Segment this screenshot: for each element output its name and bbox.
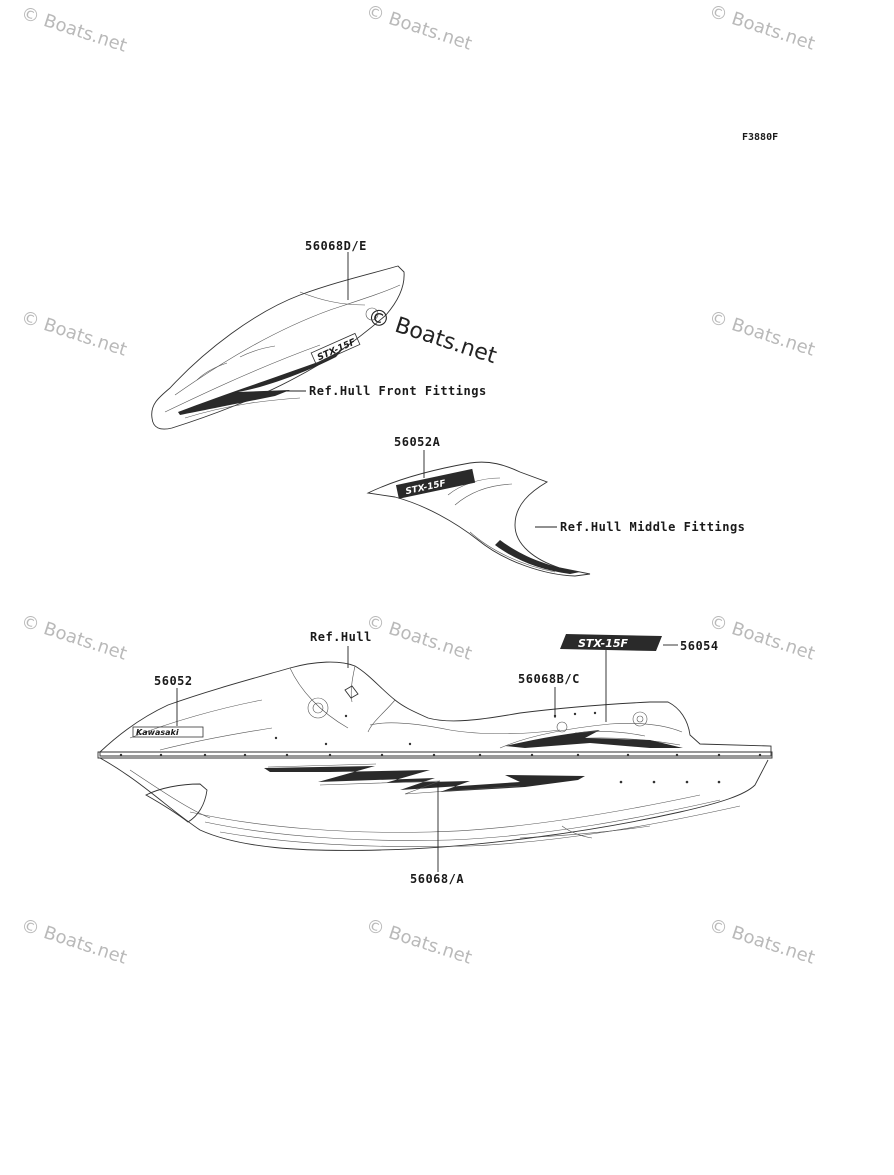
- callout-56054: 56054: [680, 639, 719, 653]
- callout-56068D-E: 56068D/E: [305, 239, 367, 253]
- callout-56052A: 56052A: [394, 435, 441, 449]
- middle-brand-decal: STX-15F: [395, 468, 476, 499]
- svg-text:Kawasaki: Kawasaki: [136, 728, 179, 737]
- watermark-center: © Boats.net: [364, 304, 500, 369]
- watermark: © Boats.net: [706, 307, 817, 361]
- hull-drawing: Kawasaki STX-15F: [97, 634, 773, 872]
- watermark: © Boats.net: [18, 3, 129, 57]
- callout-ref-hull: Ref.Hull: [310, 630, 372, 644]
- rear-brand-decal: STX-15F: [560, 634, 662, 651]
- front-cowl-drawing: STX-15F: [151, 252, 405, 430]
- watermark: © Boats.net: [706, 1, 817, 55]
- side-brand-decal: Kawasaki: [132, 726, 204, 738]
- callout-ref-front-fittings: Ref.Hull Front Fittings: [309, 384, 487, 398]
- watermark: © Boats.net: [18, 915, 129, 969]
- watermark: © Boats.net: [18, 611, 129, 665]
- watermark: © Boats.net: [363, 611, 474, 665]
- watermark: © Boats.net: [363, 915, 474, 969]
- middle-panel-drawing: STX-15F: [366, 450, 591, 577]
- callout-56068B-C: 56068B/C: [518, 672, 580, 686]
- callout-ref-middle-fittings: Ref.Hull Middle Fittings: [560, 520, 745, 534]
- watermark: © Boats.net: [706, 611, 817, 665]
- callout-56052: 56052: [154, 674, 193, 688]
- svg-text:STX-15F: STX-15F: [578, 637, 628, 650]
- watermark: © Boats.net: [18, 307, 129, 361]
- watermark: © Boats.net: [706, 915, 817, 969]
- front-brand-decal: STX-15F: [310, 332, 361, 365]
- watermark: © Boats.net: [363, 1, 474, 55]
- callout-56068-A: 56068/A: [410, 872, 464, 886]
- figure-code: F3880F: [742, 132, 778, 143]
